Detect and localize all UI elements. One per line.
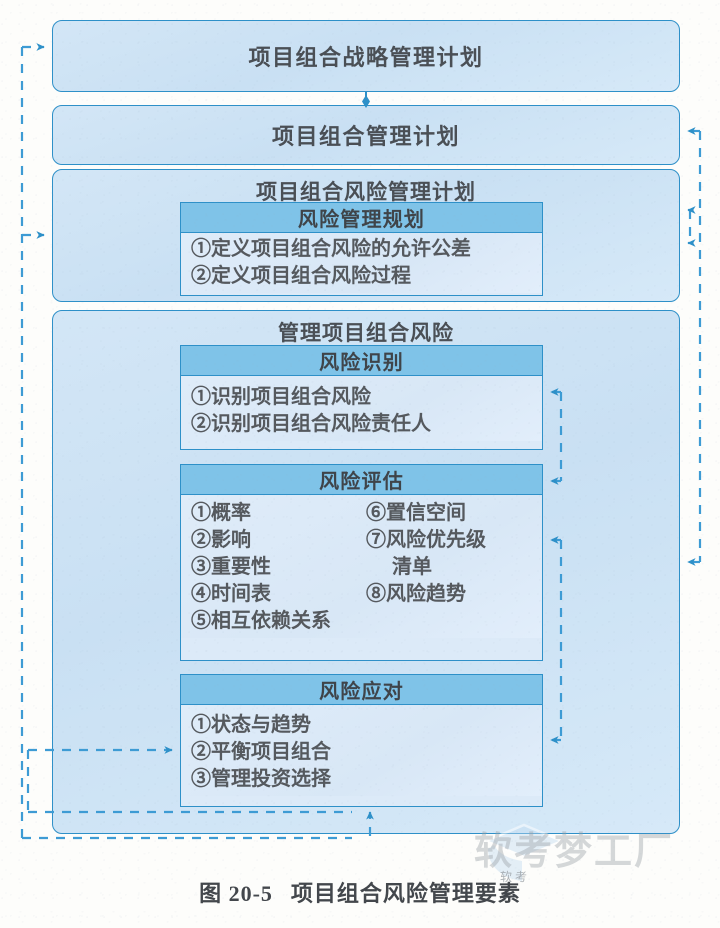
list-item: ②平衡项目组合 (191, 741, 331, 763)
list-item: ⑥置信空间 (366, 502, 466, 524)
panel-risk-response-body: ①状态与趋势 ②平衡项目组合 ③管理投资选择 (181, 705, 542, 796)
list-item: 清单 (392, 556, 432, 578)
right-feedback-bus (687, 127, 702, 566)
figure-caption: 图 20-5 项目组合风险管理要素 (0, 876, 720, 908)
graduation-cap-icon (482, 823, 566, 881)
list-item: ①概率 (191, 502, 251, 524)
list-item: ④时间表 (191, 583, 271, 605)
list-item: ③重要性 (191, 556, 271, 578)
list-item: ②影响 (191, 529, 251, 551)
box-strategic-management-plan-title: 项目组合战略管理计划 (248, 45, 484, 70)
list-item: ①识别项目组合风险 (191, 386, 371, 408)
list-item: ⑤相互依赖关系 (191, 610, 331, 632)
panel-risk-identification: 风险识别 ①识别项目组合风险 ②识别项目组合风险责任人 (180, 345, 543, 450)
right-box3-bracket (687, 206, 696, 247)
panel-risk-identification-body: ①识别项目组合风险 ②识别项目组合风险责任人 (181, 376, 542, 441)
panel-risk-response: 风险应对 ①状态与趋势 ②平衡项目组合 ③管理投资选择 (180, 674, 543, 807)
box-portfolio-management-plan-title: 项目组合管理计划 (271, 124, 460, 149)
risk-assessment-column-left: ①概率 ②影响 ③重要性 ④时间表 ⑤相互依赖关系 (191, 500, 366, 635)
panel-risk-management-planning-header: 风险管理规划 (181, 203, 542, 233)
box-portfolio-management-plan: 项目组合管理计划 (52, 105, 680, 165)
list-item: ②定义项目组合风险过程 (191, 265, 411, 287)
risk-assessment-column-right: ⑥置信空间 ⑦风险优先级 清单 ⑧风险趋势 (366, 500, 536, 635)
list-item: ①状态与趋势 (191, 714, 311, 736)
figure-title: 项目组合风险管理要素 (290, 881, 521, 906)
panel-risk-assessment-header: 风险评估 (181, 465, 542, 495)
list-item: ⑧风险趋势 (366, 583, 466, 605)
list-item: ①定义项目组合风险的允许公差 (191, 238, 471, 260)
panel-risk-assessment-body: ①概率 ②影响 ③重要性 ④时间表 ⑤相互依赖关系 ⑥置信空间 ⑦风险优先级 清… (181, 495, 542, 638)
box-strategic-management-plan: 项目组合战略管理计划 (52, 20, 680, 92)
figure-number: 图 20-5 (199, 881, 273, 906)
panel-risk-management-planning: 风险管理规划 ①定义项目组合风险的允许公差 ②定义项目组合风险过程 (180, 202, 543, 296)
list-item: ⑦风险优先级 (366, 529, 486, 551)
list-item: ②识别项目组合风险责任人 (191, 413, 431, 435)
box-risk-management-plan-title: 项目组合风险管理计划 (256, 180, 476, 204)
panel-risk-assessment: 风险评估 ①概率 ②影响 ③重要性 ④时间表 ⑤相互依赖关系 ⑥置信空间 ⑦风险… (180, 464, 543, 661)
panel-risk-identification-header: 风险识别 (181, 346, 542, 376)
panel-risk-response-header: 风险应对 (181, 675, 542, 705)
panel-risk-management-planning-body: ①定义项目组合风险的允许公差 ②定义项目组合风险过程 (181, 233, 542, 293)
watermark-subtext: 软考 (500, 870, 531, 884)
list-item: ③管理投资选择 (191, 768, 331, 790)
box-manage-portfolio-risk-title: 管理项目组合风险 (278, 321, 454, 345)
